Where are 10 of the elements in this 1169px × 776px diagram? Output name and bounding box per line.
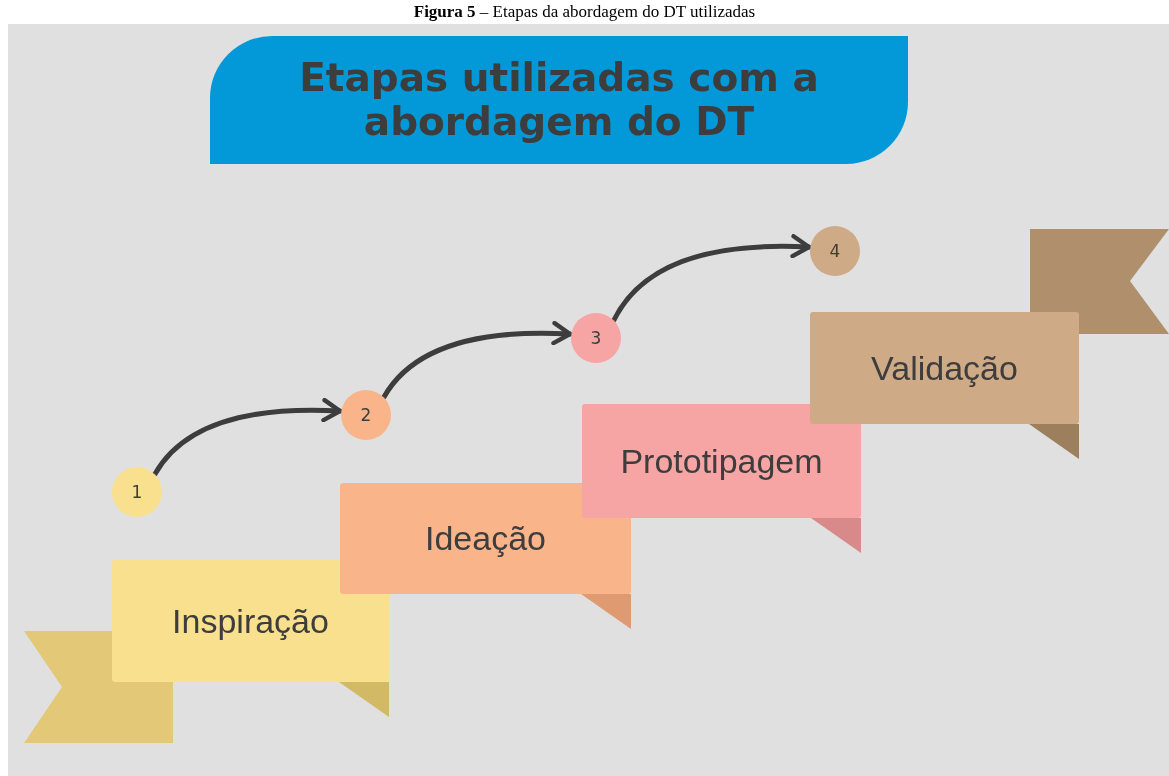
figure-caption: Figura 5 – Etapas da abordagem do DT utilizadas <box>412 2 757 22</box>
stage-ribbon: Ideação <box>340 483 631 594</box>
title-banner <box>210 36 908 164</box>
stage-ribbon: Prototipagem <box>582 404 861 518</box>
arrow <box>611 234 812 323</box>
arrow <box>381 321 573 400</box>
title-text: Etapas utilizadas com a abordagem do DT <box>299 56 819 144</box>
stage-ribbon: Inspiração <box>112 560 389 682</box>
stage-ribbon: Validação <box>810 312 1079 424</box>
arrow <box>152 398 343 477</box>
